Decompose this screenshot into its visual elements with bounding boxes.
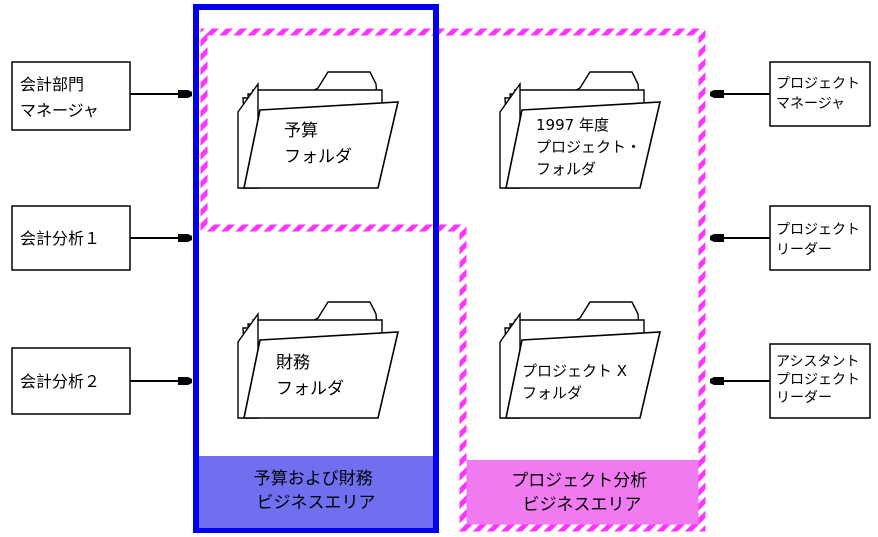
user-label: プロジェクト リーダー <box>776 222 864 258</box>
user-label: 会計分析２ <box>20 372 100 391</box>
connector-plug-icon <box>710 234 724 242</box>
business-area-1-label: 予算および財務 ビジネスエリア <box>254 469 378 513</box>
folder-label-budget: 予算 フォルダ <box>284 121 352 167</box>
business-area-2-label-bg <box>466 460 699 526</box>
business-area-2-label: プロジェクト分析 ビジネスエリア <box>511 471 652 515</box>
business-area-1-label-bg <box>199 456 433 528</box>
user-box <box>11 205 131 271</box>
user-label: プロジェクト マネージャ <box>776 76 864 112</box>
user-box <box>769 343 871 419</box>
folder-label-1997-project: 1997 年度 プロジェクト・ フォルダ <box>536 116 646 178</box>
user-box <box>11 347 131 415</box>
connector-plug-icon <box>178 90 192 98</box>
folder-label-finance: 財務 フォルダ <box>276 353 344 399</box>
business-area-2-border <box>200 28 706 532</box>
user-box <box>769 205 871 271</box>
user-box <box>769 61 871 127</box>
connector-plug-icon <box>710 377 724 385</box>
connector-plug-icon <box>178 377 192 385</box>
user-box <box>11 61 131 131</box>
folder-icon[interactable] <box>237 301 399 419</box>
user-label: アシスタント プロジェクト リーダー <box>776 354 864 406</box>
user-label: 会計部門 マネージャ <box>20 75 99 120</box>
user-label: 会計分析１ <box>20 229 100 248</box>
business-area-1-border <box>193 4 439 534</box>
connector-plug-icon <box>710 90 724 98</box>
connector-plug-icon <box>178 234 192 242</box>
folder-label-project-x: プロジェクト X フォルダ <box>522 362 632 402</box>
